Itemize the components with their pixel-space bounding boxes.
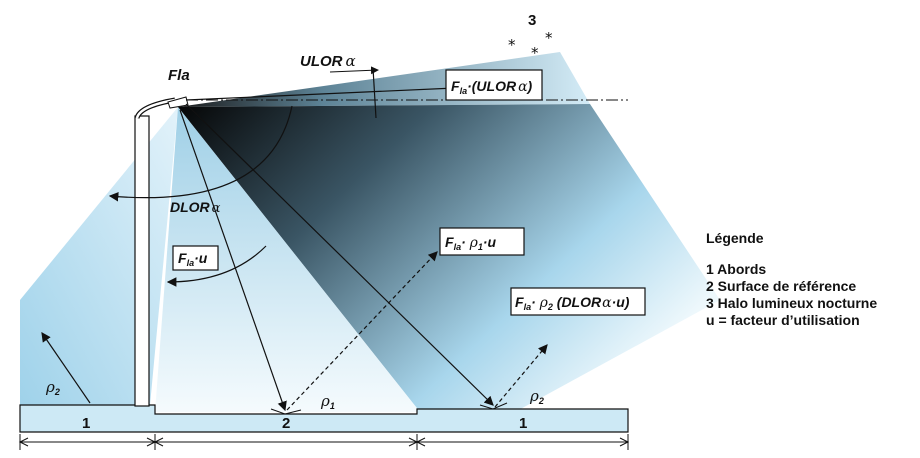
box-ulor-flux: [445, 69, 543, 101]
luminaire: [167, 96, 189, 109]
downward-dark-region: [178, 104, 720, 412]
box-utilisation-flux: [172, 245, 219, 271]
dlor-alpha-symbol: α: [212, 201, 221, 216]
ulor-arrow: [185, 83, 457, 101]
box-rho1-flux: [439, 227, 525, 256]
legend-item-reference-surface: 2 Surface de référence: [706, 278, 857, 294]
legend-item-night-halo: 3 Halo lumineux nocturne: [706, 295, 878, 311]
ulor-text: ULOR: [300, 53, 343, 70]
night-sky-halo-stars: * * *: [508, 29, 553, 62]
zone-surrounds-right: 1: [519, 415, 527, 432]
dlor-text: DLOR: [170, 199, 211, 215]
legend-title: Légende: [706, 230, 764, 246]
ray-to-reference-surface: [179, 109, 287, 412]
reflection-rho1: [286, 251, 438, 411]
halo-number: 3: [528, 12, 536, 29]
ulor-alpha-symbol: α: [346, 52, 356, 70]
rho2-right-label: ρ2: [529, 387, 544, 406]
box-rho2-flux: [510, 287, 646, 316]
dlor-arc: [108, 105, 293, 202]
rho1-label: ρ1: [320, 392, 335, 411]
downward-light-cone: [155, 107, 420, 412]
lamp-pole: [134, 115, 150, 407]
legend: Légende 1 Abords 2 Surface de référence …: [706, 230, 877, 329]
box-rho1-text: Fla· ρ1·u: [445, 234, 497, 252]
ground-surface: [19, 404, 629, 433]
zone-surrounds-left: 1: [82, 415, 90, 432]
svg-text:*: *: [531, 44, 539, 62]
box-rho2-text: Fla· ρ2 (DLORα·u): [515, 294, 630, 312]
ray-to-right-surrounds: [185, 103, 494, 406]
fla-label: Fla: [168, 67, 190, 84]
legend-item-utilisation-factor: u = facteur d’utilisation: [706, 312, 860, 328]
rho2-left-label: ρ2: [45, 378, 60, 397]
box-utilisation-text: Fla·u: [178, 250, 208, 268]
zone-reference-surface: 2: [282, 415, 290, 432]
svg-text:*: *: [508, 36, 516, 54]
legend-item-surrounds: 1 Abords: [706, 261, 767, 277]
reflection-rho2-left: [41, 332, 91, 404]
svg-text:*: *: [545, 29, 553, 47]
ulor-angle-tick: [372, 67, 377, 119]
utilisation-arc: [166, 245, 267, 287]
left-light-region: [20, 107, 178, 405]
